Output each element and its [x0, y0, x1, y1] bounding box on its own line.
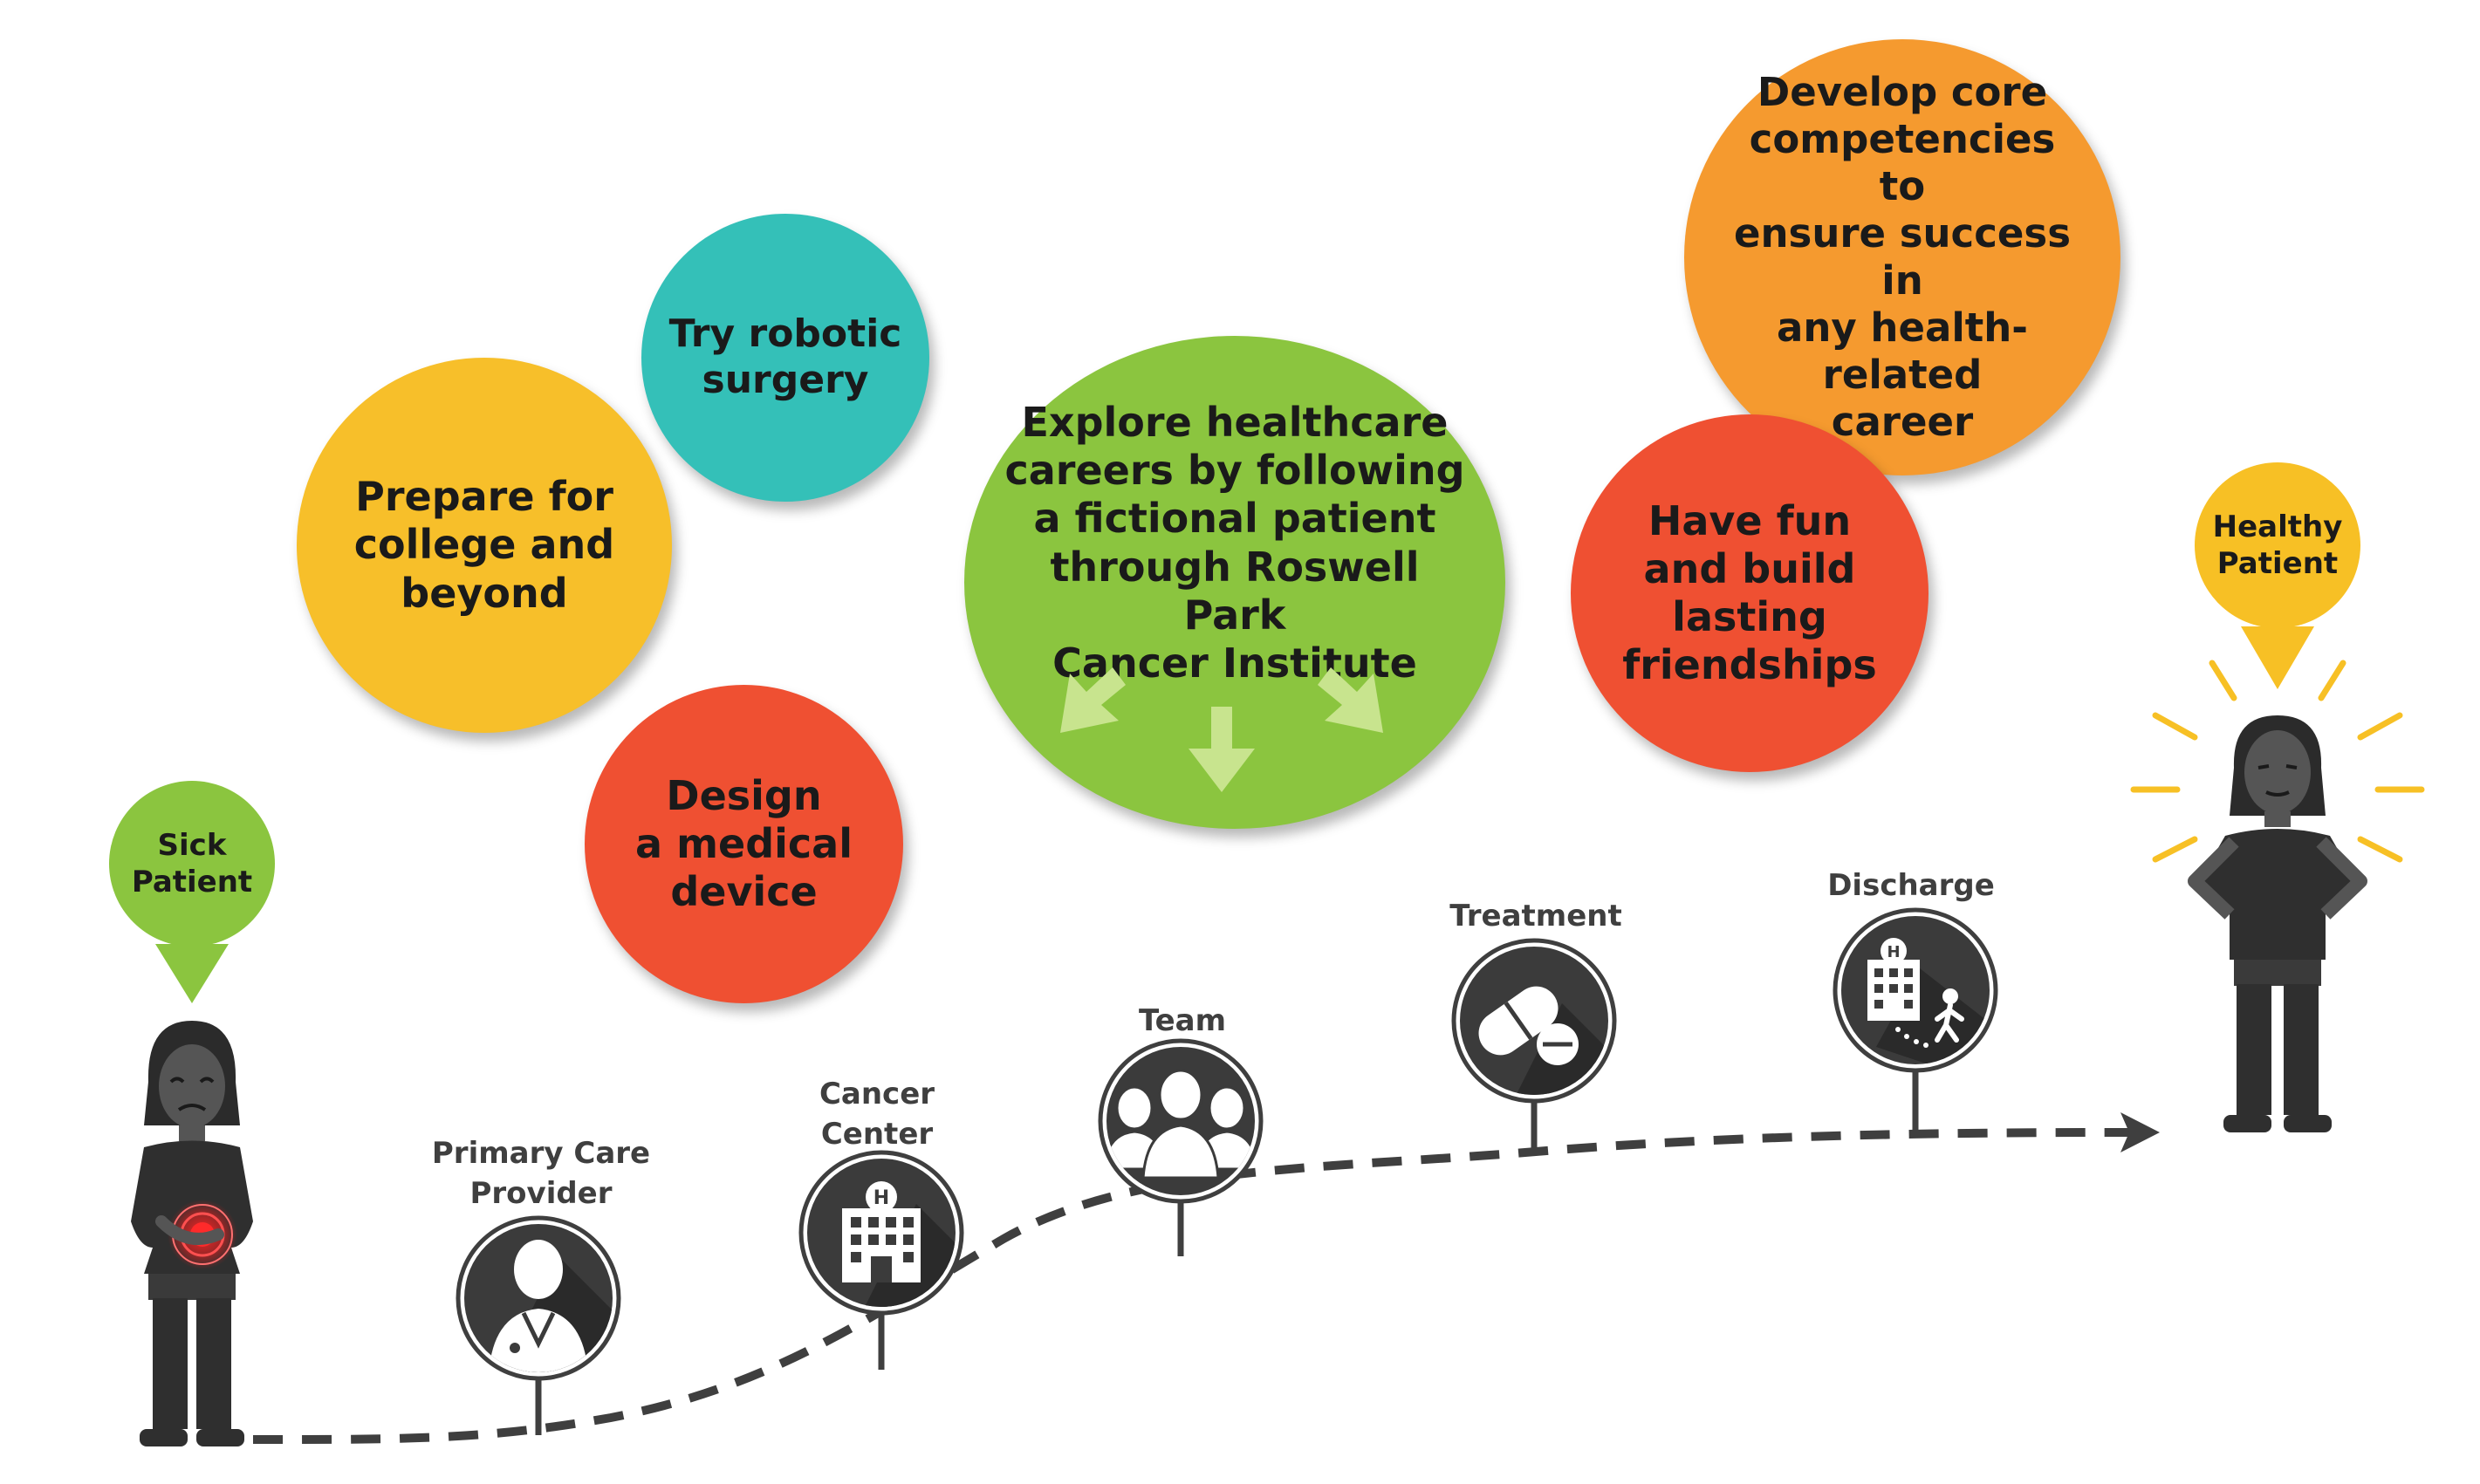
bubble-prepare-college-text: Prepare for college and beyond — [353, 473, 615, 617]
pill-capsule-icon — [1478, 986, 1608, 1095]
bubble-design-device-text: Design a medical device — [635, 771, 853, 916]
medical-team-icon — [1106, 1069, 1255, 1180]
stage-treatment — [1451, 938, 1617, 1153]
arrow-down-icon — [1189, 707, 1255, 792]
stage-label-discharge: Discharge — [1827, 868, 1995, 903]
journey-path — [252, 1128, 2130, 1444]
stage-label-cancer-center: Cancer Center — [819, 1077, 935, 1152]
stage-label-team: Team — [1138, 1003, 1227, 1038]
svg-text:H: H — [1887, 943, 1900, 961]
sick-patient-pointer — [155, 944, 229, 1003]
explore-arrows — [1060, 667, 1383, 792]
sick-patient-label: Sick Patient — [131, 827, 253, 900]
stage-team — [1098, 1038, 1264, 1256]
healthy-patient-figure — [2188, 715, 2367, 1132]
bubble-robotic-surgery-text: Try robotic surgery — [668, 311, 902, 402]
journey-arrowhead — [2120, 1112, 2160, 1152]
svg-text:H: H — [873, 1187, 889, 1209]
stage-primary-care — [456, 1215, 621, 1435]
bubble-explore-careers: Explore healthcare careers by following … — [964, 336, 1505, 829]
bubble-prepare-college: Prepare for college and beyond — [297, 358, 672, 733]
sick-patient-figure — [131, 1021, 253, 1446]
bubble-explore-careers-text: Explore healthcare careers by following … — [1004, 398, 1465, 687]
bubble-have-fun-text: Have fun and build lasting friendships — [1622, 496, 1877, 689]
stage-label-treatment: Treatment — [1449, 899, 1622, 933]
arrow-down-left-icon — [1060, 667, 1126, 733]
healthy-patient-label: Healthy Patient — [2212, 509, 2343, 582]
sick-patient-pin: Sick Patient — [109, 781, 275, 947]
bubble-develop-competencies: Develop core competencies to ensure succ… — [1684, 39, 2120, 475]
stage-cancer-center: H — [798, 1150, 964, 1370]
healthy-glow-rays — [2130, 660, 2425, 863]
stage-label-primary-care: Primary Care Provider — [431, 1136, 651, 1211]
bubble-develop-competencies-text: Develop core competencies to ensure succ… — [1733, 69, 2071, 445]
bubble-have-fun: Have fun and build lasting friendships — [1571, 414, 1929, 772]
bubble-robotic-surgery: Try robotic surgery — [641, 214, 929, 502]
healthy-patient-pin: Healthy Patient — [2195, 462, 2360, 628]
bubble-design-device: Design a medical device — [585, 685, 903, 1003]
stage-discharge: H — [1833, 907, 1998, 1130]
healthy-patient-pointer — [2241, 626, 2314, 689]
arrow-down-right-icon — [1318, 667, 1383, 733]
